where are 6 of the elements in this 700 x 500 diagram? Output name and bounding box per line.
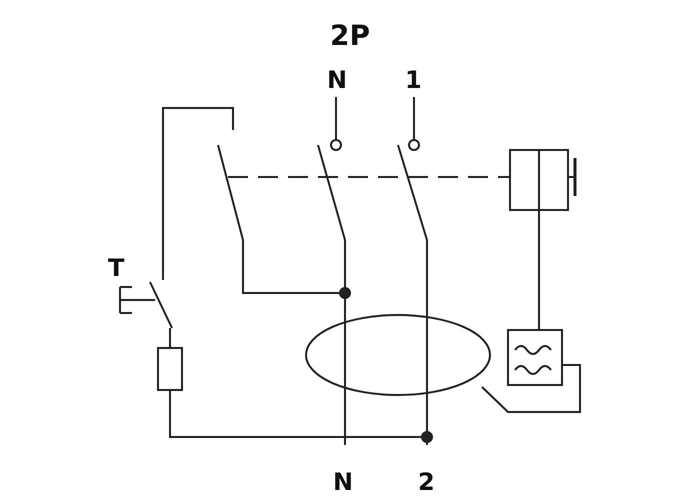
test-button-label: T [108, 256, 124, 280]
terminal-label: 1 [405, 68, 422, 92]
terminal-label: N [327, 68, 348, 92]
terminal-label: 2 [418, 470, 435, 494]
terminal-label: N [333, 470, 354, 494]
diagram-title: 2P [330, 22, 370, 50]
